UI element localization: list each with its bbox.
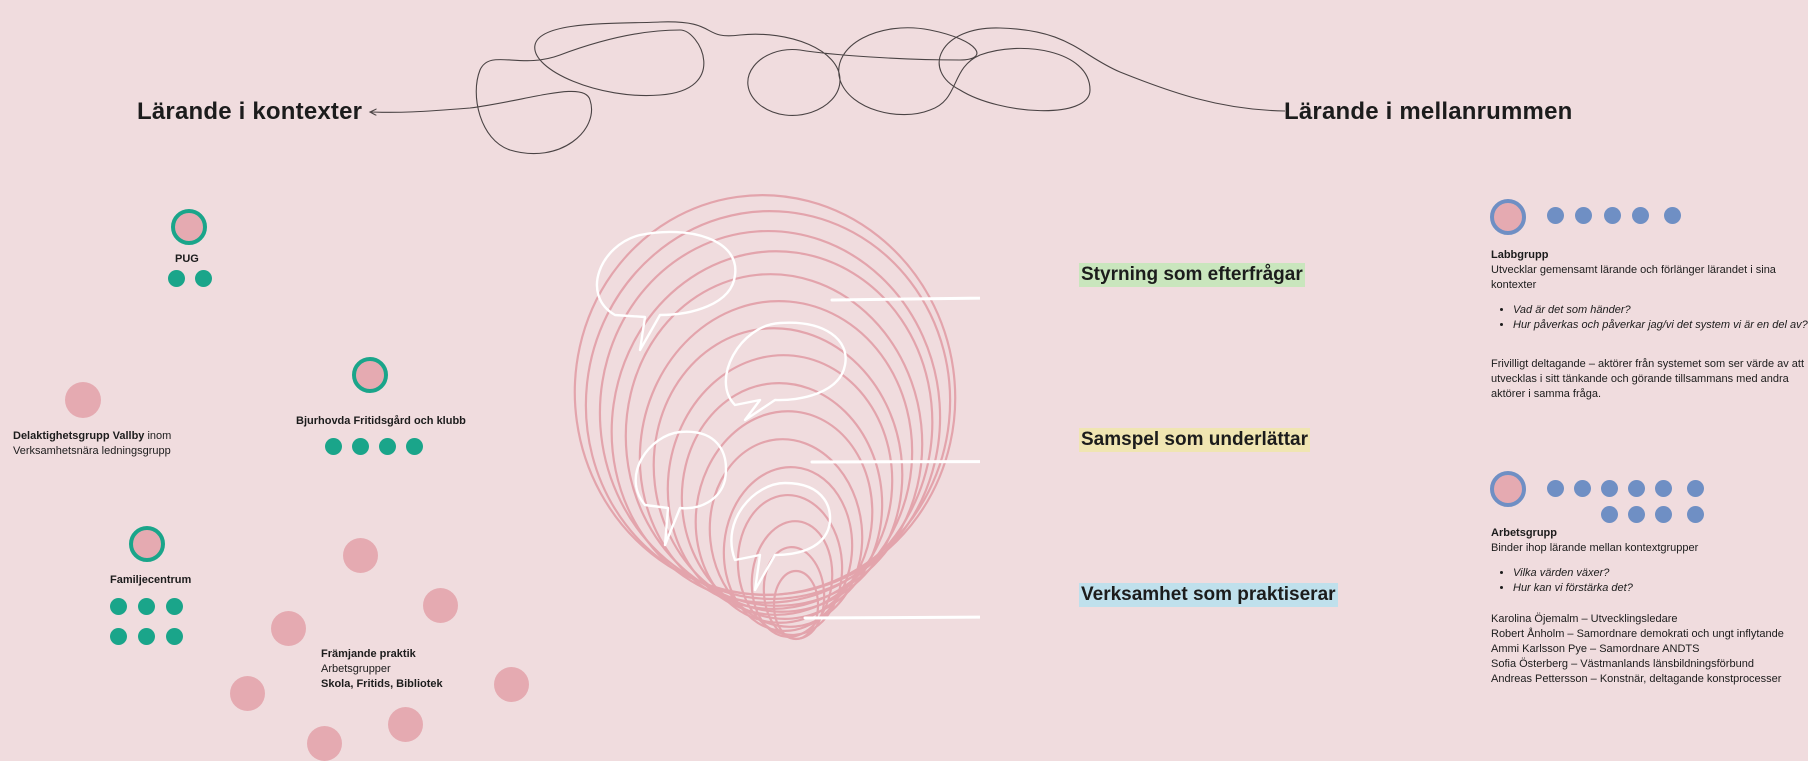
labbgrupp-title: Labbgrupp: [1491, 248, 1808, 263]
member-item: Robert Ånholm – Samordnare demokrati och…: [1491, 627, 1808, 642]
arbetsgrupp-text: Arbetsgrupp Binder ihop lärande mellan k…: [1491, 526, 1808, 687]
member-item: Andreas Pettersson – Konstnär, deltagand…: [1491, 672, 1808, 687]
praktik-dot: [230, 676, 265, 711]
praktik-dot: [343, 538, 378, 573]
participant-dot: [1604, 207, 1621, 224]
vallby-inom: inom: [144, 430, 171, 442]
participant-dot: [1628, 506, 1645, 523]
bjurhovda-label: Bjurhovda Fritidsgård och klubb: [296, 414, 466, 429]
level-label-bottom: Verksamhet som praktiserar: [1079, 583, 1338, 607]
arbetsgrupp-description: Binder ihop lärande mellan kontextgruppe…: [1491, 541, 1808, 556]
member-dot: [379, 438, 396, 455]
framjande-label: Främjande praktik Arbetsgrupper Skola, F…: [321, 647, 443, 692]
member-dot: [195, 270, 212, 287]
praktik-dot: [388, 707, 423, 742]
participant-dot: [1547, 207, 1564, 224]
labbgrupp-note: Frivilligt deltagande – aktörer från sys…: [1491, 357, 1808, 402]
framjande-title: Främjande praktik: [321, 648, 416, 660]
vallby-name: Delaktighetsgrupp Vallby: [13, 430, 144, 442]
pug-label: PUG: [175, 252, 199, 267]
vallby-group: Verksamhetsnära ledningsgrupp: [13, 445, 171, 457]
member-list: Karolina Öjemalm – Utvecklingsledare Rob…: [1491, 612, 1808, 687]
participant-dot: [1575, 207, 1592, 224]
arbetsgrupp-title: Arbetsgrupp: [1491, 526, 1808, 541]
member-item: Sofia Österberg – Västmanlands länsbildn…: [1491, 657, 1808, 672]
member-dot: [406, 438, 423, 455]
member-dot: [110, 598, 127, 615]
bjurhovda-ring: [352, 357, 388, 393]
member-dot: [166, 628, 183, 645]
question-item: Vad är det som händer?: [1513, 303, 1808, 318]
question-item: Vilka värden växer?: [1513, 566, 1808, 581]
level-label-top: Styrning som efterfrågar: [1079, 263, 1305, 287]
framjande-groups: Skola, Fritids, Bibliotek: [321, 678, 443, 690]
member-dot: [168, 270, 185, 287]
arbetsgrupp-questions: Vilka värden växer? Hur kan vi förstärka…: [1491, 566, 1808, 596]
participant-dot: [1687, 506, 1704, 523]
spiral-diagram: [560, 165, 980, 705]
vallby-label: Delaktighetsgrupp Vallby inom Verksamhet…: [13, 429, 171, 459]
level-label-middle: Samspel som underlättar: [1079, 428, 1310, 452]
praktik-dot: [271, 611, 306, 646]
vallby-dot: [65, 382, 101, 418]
speech-bubble-icon: [726, 323, 846, 420]
praktik-dot: [494, 667, 529, 702]
heading-right: Lärande i mellanrummen: [1284, 98, 1573, 126]
participant-dot: [1664, 207, 1681, 224]
member-item: Ammi Karlsson Pye – Samordnare ANDTS: [1491, 642, 1808, 657]
speech-bubble-icon: [731, 483, 830, 590]
participant-dot: [1655, 506, 1672, 523]
question-item: Hur kan vi förstärka det?: [1513, 581, 1808, 596]
member-item: Karolina Öjemalm – Utvecklingsledare: [1491, 612, 1808, 627]
participant-dot: [1655, 480, 1672, 497]
heading-left: Lärande i kontexter: [137, 98, 362, 126]
participant-dot: [1632, 207, 1649, 224]
labbgrupp-description: Utvecklar gemensamt lärande och förlänge…: [1491, 263, 1808, 293]
question-item: Hur påverkas och påverkar jag/vi det sys…: [1513, 318, 1808, 333]
member-dot: [325, 438, 342, 455]
participant-dot: [1601, 506, 1618, 523]
participant-dot: [1547, 480, 1564, 497]
participant-dot: [1601, 480, 1618, 497]
praktik-dot: [423, 588, 458, 623]
labbgrupp-questions: Vad är det som händer? Hur påverkas och …: [1491, 303, 1808, 333]
participant-dot: [1687, 480, 1704, 497]
labbgrupp-text: Labbgrupp Utvecklar gemensamt lärande oc…: [1491, 248, 1808, 402]
member-dot: [138, 628, 155, 645]
labbgrupp-ring: [1490, 199, 1526, 235]
arbetsgrupp-ring: [1490, 471, 1526, 507]
praktik-dot: [307, 726, 342, 761]
member-dot: [166, 598, 183, 615]
participant-dot: [1628, 480, 1645, 497]
member-dot: [352, 438, 369, 455]
familjecentrum-label: Familjecentrum: [110, 573, 191, 588]
familjecentrum-ring: [129, 526, 165, 562]
framjande-sub: Arbetsgrupper: [321, 663, 391, 675]
member-dot: [110, 628, 127, 645]
pug-ring: [171, 209, 207, 245]
member-dot: [138, 598, 155, 615]
participant-dot: [1574, 480, 1591, 497]
scribble-path: [370, 22, 1285, 154]
